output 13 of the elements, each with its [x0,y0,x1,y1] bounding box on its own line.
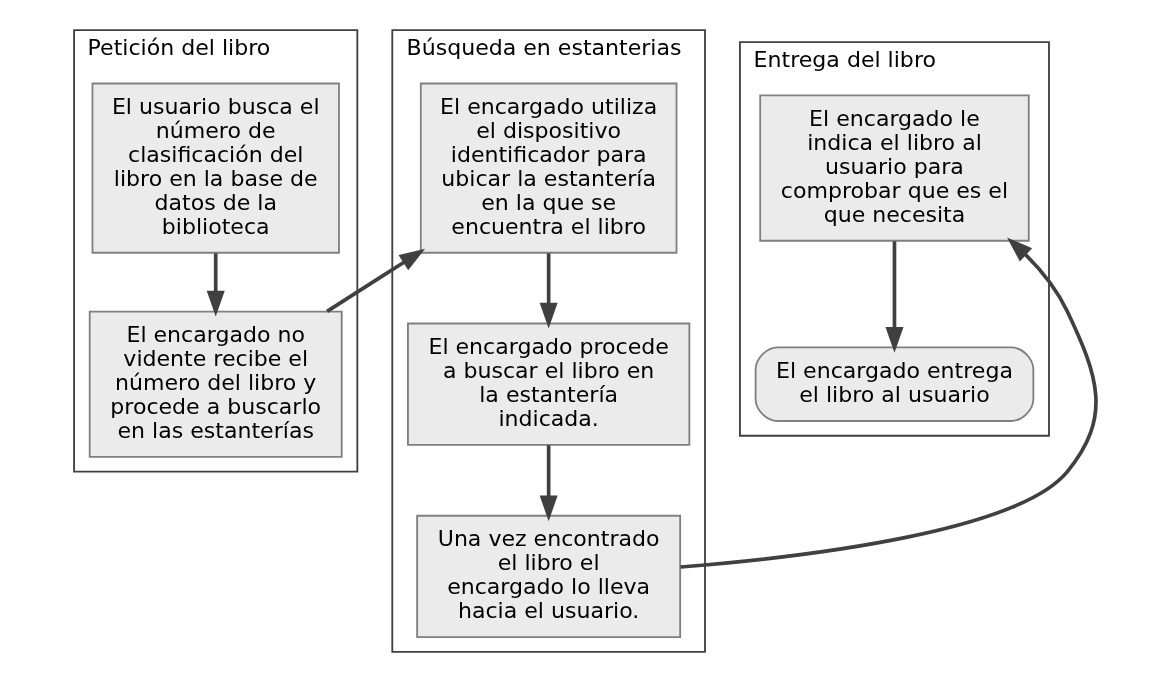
arrow [206,253,225,317]
node-box: El encargado le indica el libro al usuario para comprobar que es el que necesita [758,94,1030,242]
arrow [884,241,903,353]
arrow [679,237,1098,569]
node-box: El encargado procede a buscar el libro en la estantería indicada. [406,322,690,446]
node-box: Una vez encontrado el libro el encargado lo lleva hacia el usuario. [415,514,681,639]
arrow [539,253,558,329]
node-box: El encargado utiliza el dispositivo identificador para ubicar la estantería en la que se encuentra el libro [419,82,677,254]
arrow [539,445,558,522]
node-box: El usuario busca el número de clasificación del libro en la base de datos de la biblioteca [91,82,340,254]
node-box: El encargado entrega el libro al usuario [754,346,1034,422]
node-box: El encargado no vidente recibe el número del libro y procede a buscarlo en las estanterías [88,310,343,458]
arrow [325,248,425,313]
